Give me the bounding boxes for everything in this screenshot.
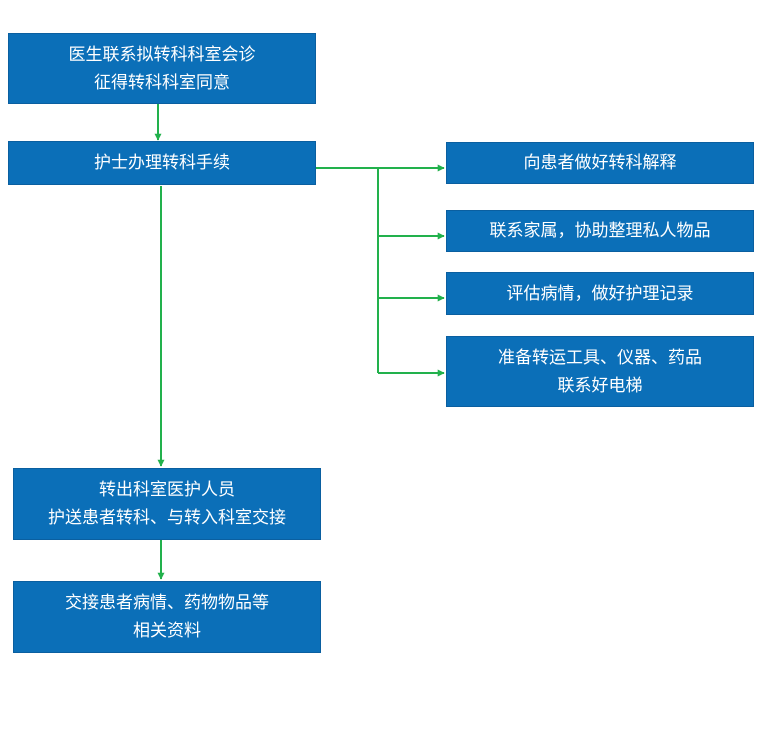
node-text-line: 转出科室医护人员: [99, 480, 235, 500]
node-text-line: 向患者做好转科解释: [523, 153, 677, 173]
node-text-line: 相关资料: [133, 621, 201, 641]
node-text-line: 交接患者病情、药物物品等: [65, 593, 269, 613]
node-doctor-consult: 医生联系拟转科科室会诊 征得转科科室同意: [8, 33, 316, 104]
node-text-line: 征得转科科室同意: [94, 72, 230, 93]
node-text-line: 准备转运工具、仪器、药品: [498, 347, 702, 368]
node-text-line: 联系好电梯: [557, 375, 643, 396]
node-prepare-transport: 准备转运工具、仪器、药品 联系好电梯: [446, 336, 754, 407]
node-contact-family: 联系家属，协助整理私人物品: [446, 210, 754, 252]
node-assess-condition: 评估病情，做好护理记录: [446, 272, 754, 315]
node-text-line: 联系家属，协助整理私人物品: [489, 221, 711, 241]
node-text-line: 护士办理转科手续: [94, 153, 230, 173]
node-escort-patient: 转出科室医护人员 护送患者转科、与转入科室交接: [13, 468, 321, 540]
node-nurse-procedures: 护士办理转科手续: [8, 141, 316, 185]
node-handover-info: 交接患者病情、药物物品等 相关资料: [13, 581, 321, 653]
node-text-line: 评估病情，做好护理记录: [506, 283, 694, 304]
node-text-line: 医生联系拟转科科室会诊: [68, 44, 256, 65]
node-explain-to-patient: 向患者做好转科解释: [446, 142, 754, 184]
node-text-line: 护送患者转科、与转入科室交接: [48, 508, 286, 528]
